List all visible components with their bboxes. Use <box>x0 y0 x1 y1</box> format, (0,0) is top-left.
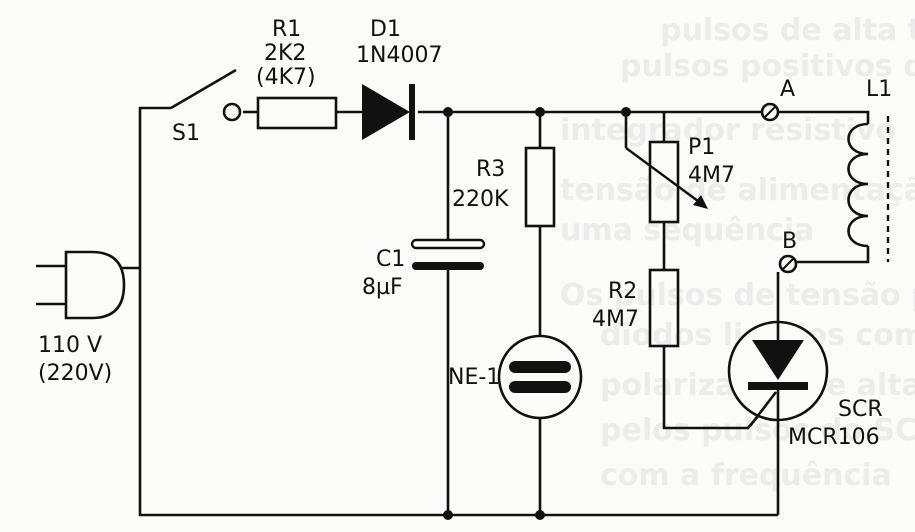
c1-value-label: 8µF <box>362 275 403 300</box>
terminal-a-label: A <box>780 77 795 102</box>
d1-ref-label: D1 <box>370 17 401 42</box>
r1-value-label: 2K2 <box>264 41 306 66</box>
resistor-r2 <box>648 268 680 348</box>
coil-lead-bottom <box>796 246 870 264</box>
d1-value-label: 1N4007 <box>356 43 442 68</box>
r3-ref-label: R3 <box>476 157 505 182</box>
background-text: com a frequência <box>600 458 892 493</box>
resistor-r3 <box>524 146 556 228</box>
coil-lead-top <box>770 110 870 124</box>
inductor-l1 <box>847 116 890 262</box>
s1-ref-label: S1 <box>172 121 200 146</box>
ne1-ref-label: NE-1 <box>448 365 500 390</box>
background-text: integrador resistivo <box>560 113 896 148</box>
junction-dots <box>443 107 631 520</box>
neon-lamp-ne1 <box>497 334 583 420</box>
r1-ref-label: R1 <box>272 17 301 42</box>
thyristor-scr <box>727 320 829 427</box>
p1-value-label: 4M7 <box>688 163 735 188</box>
terminal-b <box>778 254 798 274</box>
switch-s1 <box>170 68 242 122</box>
junction-dot <box>535 510 545 520</box>
junction-dot <box>443 510 453 520</box>
junction-dot <box>443 107 453 117</box>
r2-value-label: 4M7 <box>592 307 639 332</box>
p1-ref-label: P1 <box>688 135 715 160</box>
scr-ref-label: SCR <box>838 397 883 422</box>
scr-value-label: MCR106 <box>788 425 880 450</box>
left-wire <box>138 106 778 517</box>
capacitor-c1 <box>410 238 486 270</box>
l1-ref-label: L1 <box>866 77 892 102</box>
plug-voltage-alt-label: (220V) <box>38 361 112 386</box>
terminal-b-label: B <box>782 229 797 254</box>
r2-ref-label: R2 <box>608 279 637 304</box>
background-text: pulsos positivos que podem <box>620 49 915 84</box>
c1-ref-label: C1 <box>376 247 405 272</box>
terminal-a <box>760 102 780 122</box>
background-text: tensão de alimentação <box>560 173 915 208</box>
background-text: Os pulsos de tensão produzidos <box>560 278 915 313</box>
resistor-r1 <box>256 96 338 130</box>
potentiometer-p1 <box>625 140 708 224</box>
junction-dot <box>621 107 631 117</box>
wires <box>122 106 870 517</box>
r3-value-label: 220K <box>452 187 509 212</box>
plug-voltage-label: 110 V <box>38 333 102 358</box>
background-text: uma sequência <box>560 213 814 248</box>
diode-d1 <box>362 84 415 140</box>
mains-plug <box>36 250 126 320</box>
junction-dot <box>535 107 545 117</box>
r1-alt-value-label: (4K7) <box>256 65 316 90</box>
background-text: pulsos de alta tensão que <box>660 13 915 48</box>
